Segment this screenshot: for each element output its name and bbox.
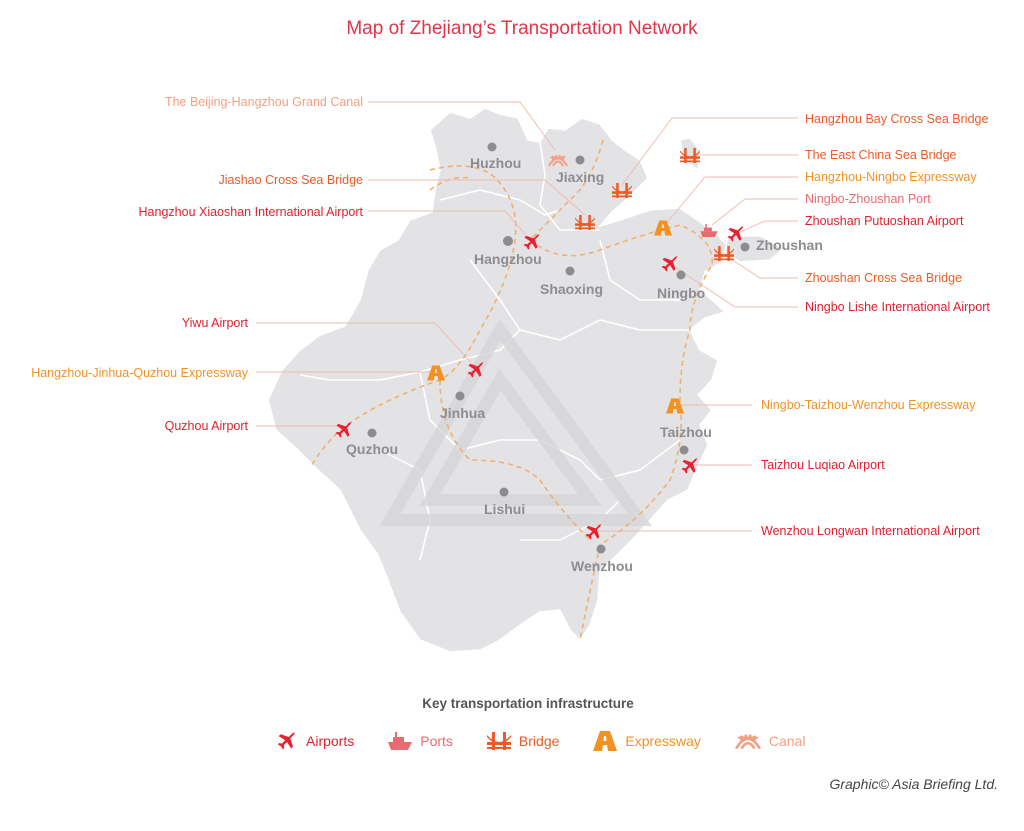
city-label: Hangzhou [474, 251, 542, 267]
credit: Graphic© Asia Briefing Ltd. [829, 776, 998, 792]
legend-item-canal: Canal [734, 731, 806, 751]
ship-icon [388, 732, 413, 750]
city-label: Wenzhou [571, 558, 633, 574]
legend-item-expressway: Expressway [593, 731, 701, 751]
city-label: Zhoushan [756, 237, 823, 253]
city-dots [367, 142, 750, 554]
label-yiwu-airport: Yiwu Airport [181, 316, 248, 330]
label-longwan-airport: Wenzhou Longwan International Airport [761, 524, 980, 538]
label-ningbo-zhoushan-port: Ningbo-Zhoushan Port [805, 192, 931, 206]
label-jiashao-bridge: Jiashao Cross Sea Bridge [218, 173, 363, 187]
arch-bridge-icon [734, 733, 761, 750]
legend-item-bridge: Bridge [486, 731, 560, 751]
label-lishe-airport: Ningbo Lishe International Airport [805, 300, 990, 314]
label-hjq-expressway: Hangzhou-Jinhua-Quzhou Expressway [31, 366, 248, 380]
city-label: Jiaxing [556, 169, 605, 185]
legend-label: Expressway [625, 733, 701, 749]
city-label: Quzhou [346, 441, 399, 457]
city-label: Ningbo [657, 285, 706, 301]
city-label: Taizhou [660, 424, 712, 440]
label-hangzhou-bay-bridge: Hangzhou Bay Cross Sea Bridge [805, 112, 989, 126]
map-title: Map of Zhejiang’s Transportation Network [346, 18, 698, 39]
label-putuoshan-airport: Zhoushan Putuoshan Airport [805, 214, 964, 228]
legend: Airports Ports Bridge Expressway Canal [276, 730, 839, 752]
label-zhoushan-bridge: Zhoushan Cross Sea Bridge [805, 271, 963, 285]
legend-label: Canal [768, 733, 806, 749]
label-grand-canal: The Beijing-Hangzhou Grand Canal [164, 95, 363, 109]
label-luqiao-airport: Taizhou Luqiao Airport [761, 458, 885, 472]
road-icon [593, 731, 618, 751]
label-xiaoshan-airport: Hangzhou Xiaoshan International Airport [138, 205, 363, 219]
city-label: Lishui [484, 501, 526, 517]
city-label: Jinhua [440, 405, 486, 421]
legend-label: Airports [306, 733, 355, 749]
label-ntw-expressway: Ningbo-Taizhou-Wenzhou Expressway [761, 398, 976, 412]
label-quzhou-airport: Quzhou Airport [164, 419, 248, 433]
label-hangzhou-ningbo-expressway: Hangzhou-Ningbo Expressway [805, 170, 977, 184]
city-label: Huzhou [470, 155, 522, 171]
airplane-icon [277, 732, 296, 750]
legend-label: Bridge [518, 733, 560, 749]
bridge-icon [486, 732, 511, 750]
label-east-china-sea-bridge: The East China Sea Bridge [805, 148, 957, 162]
city-label: Shaoxing [540, 281, 604, 297]
legend-item-airports: Airports [276, 730, 354, 752]
legend-item-ports: Ports [388, 732, 453, 750]
legend-label: Ports [420, 733, 453, 749]
legend-title: Key transportation infrastructure [422, 696, 634, 711]
